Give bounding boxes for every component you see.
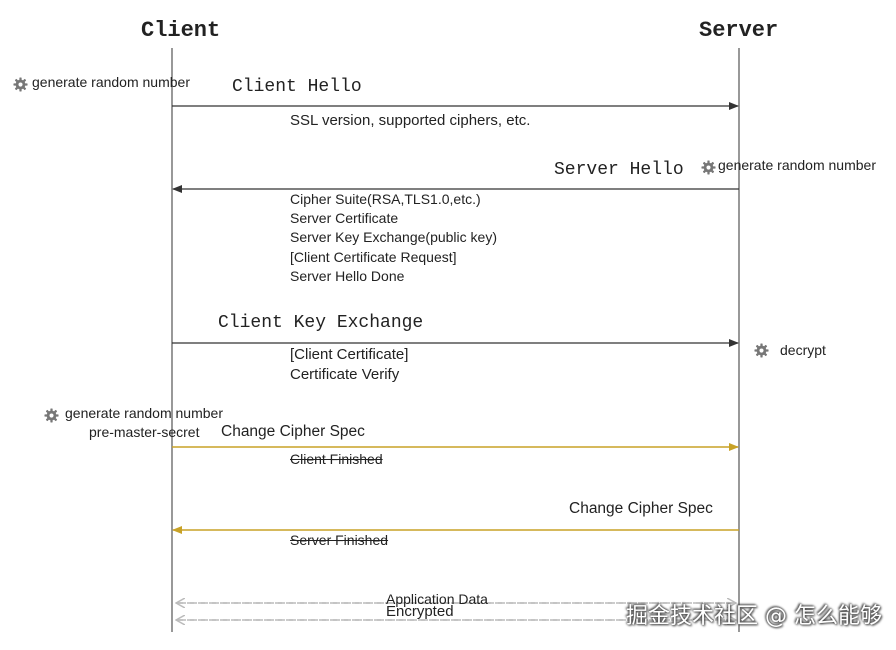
server-hello-detail: Server Hello Done [290,267,405,284]
server-hello-detail: Server Certificate [290,210,399,227]
application-data-label: Application Data [386,591,488,607]
client-key-exchange-detail: Certificate Verify [290,366,400,383]
watermark: 掘金技术社区 @ 怎么能够 [626,604,882,629]
encrypted-label: Encrypted [386,603,454,620]
client-hello-title: Client Hello [232,77,362,97]
server-hello-detail: Cipher Suite(RSA,TLS1.0,etc.) [290,191,481,207]
client-change-cipher-title: Change Cipher Spec [221,423,365,440]
gear-icon [701,160,716,175]
gear-icon [13,77,28,92]
client-heading: Client [141,18,221,43]
server-hello-detail: [Client Certificate Request] [290,248,457,265]
client-hello-note: generate random number [32,74,190,90]
client-key-exchange-title: Client Key Exchange [218,313,424,333]
server-hello-note: generate random number [718,157,876,173]
pre-master-secret-note: pre-master-secret [89,424,200,440]
client-key-exchange-details: [Client Certificate] Certificate Verify [290,345,408,385]
server-finished-detail: Server Finished [290,532,389,548]
server-heading: Server [699,18,779,43]
server-hello-details: Cipher Suite(RSA,TLS1.0,etc.) Server Cer… [290,190,497,286]
client-random-note: generate random number [65,405,223,421]
server-hello-detail: Server Key Exchange(public key) [290,229,497,246]
client-hello-detail: SSL version, supported ciphers, etc. [290,112,531,129]
server-hello-title: Server Hello [554,160,684,180]
decrypt-note: decrypt [780,342,826,358]
client-key-exchange-detail: [Client Certificate] [290,346,409,363]
gear-icon [754,343,769,358]
client-finished-detail: Client Finished [290,451,383,467]
gear-icon [44,408,59,423]
server-change-cipher-title: Change Cipher Spec [569,500,713,517]
